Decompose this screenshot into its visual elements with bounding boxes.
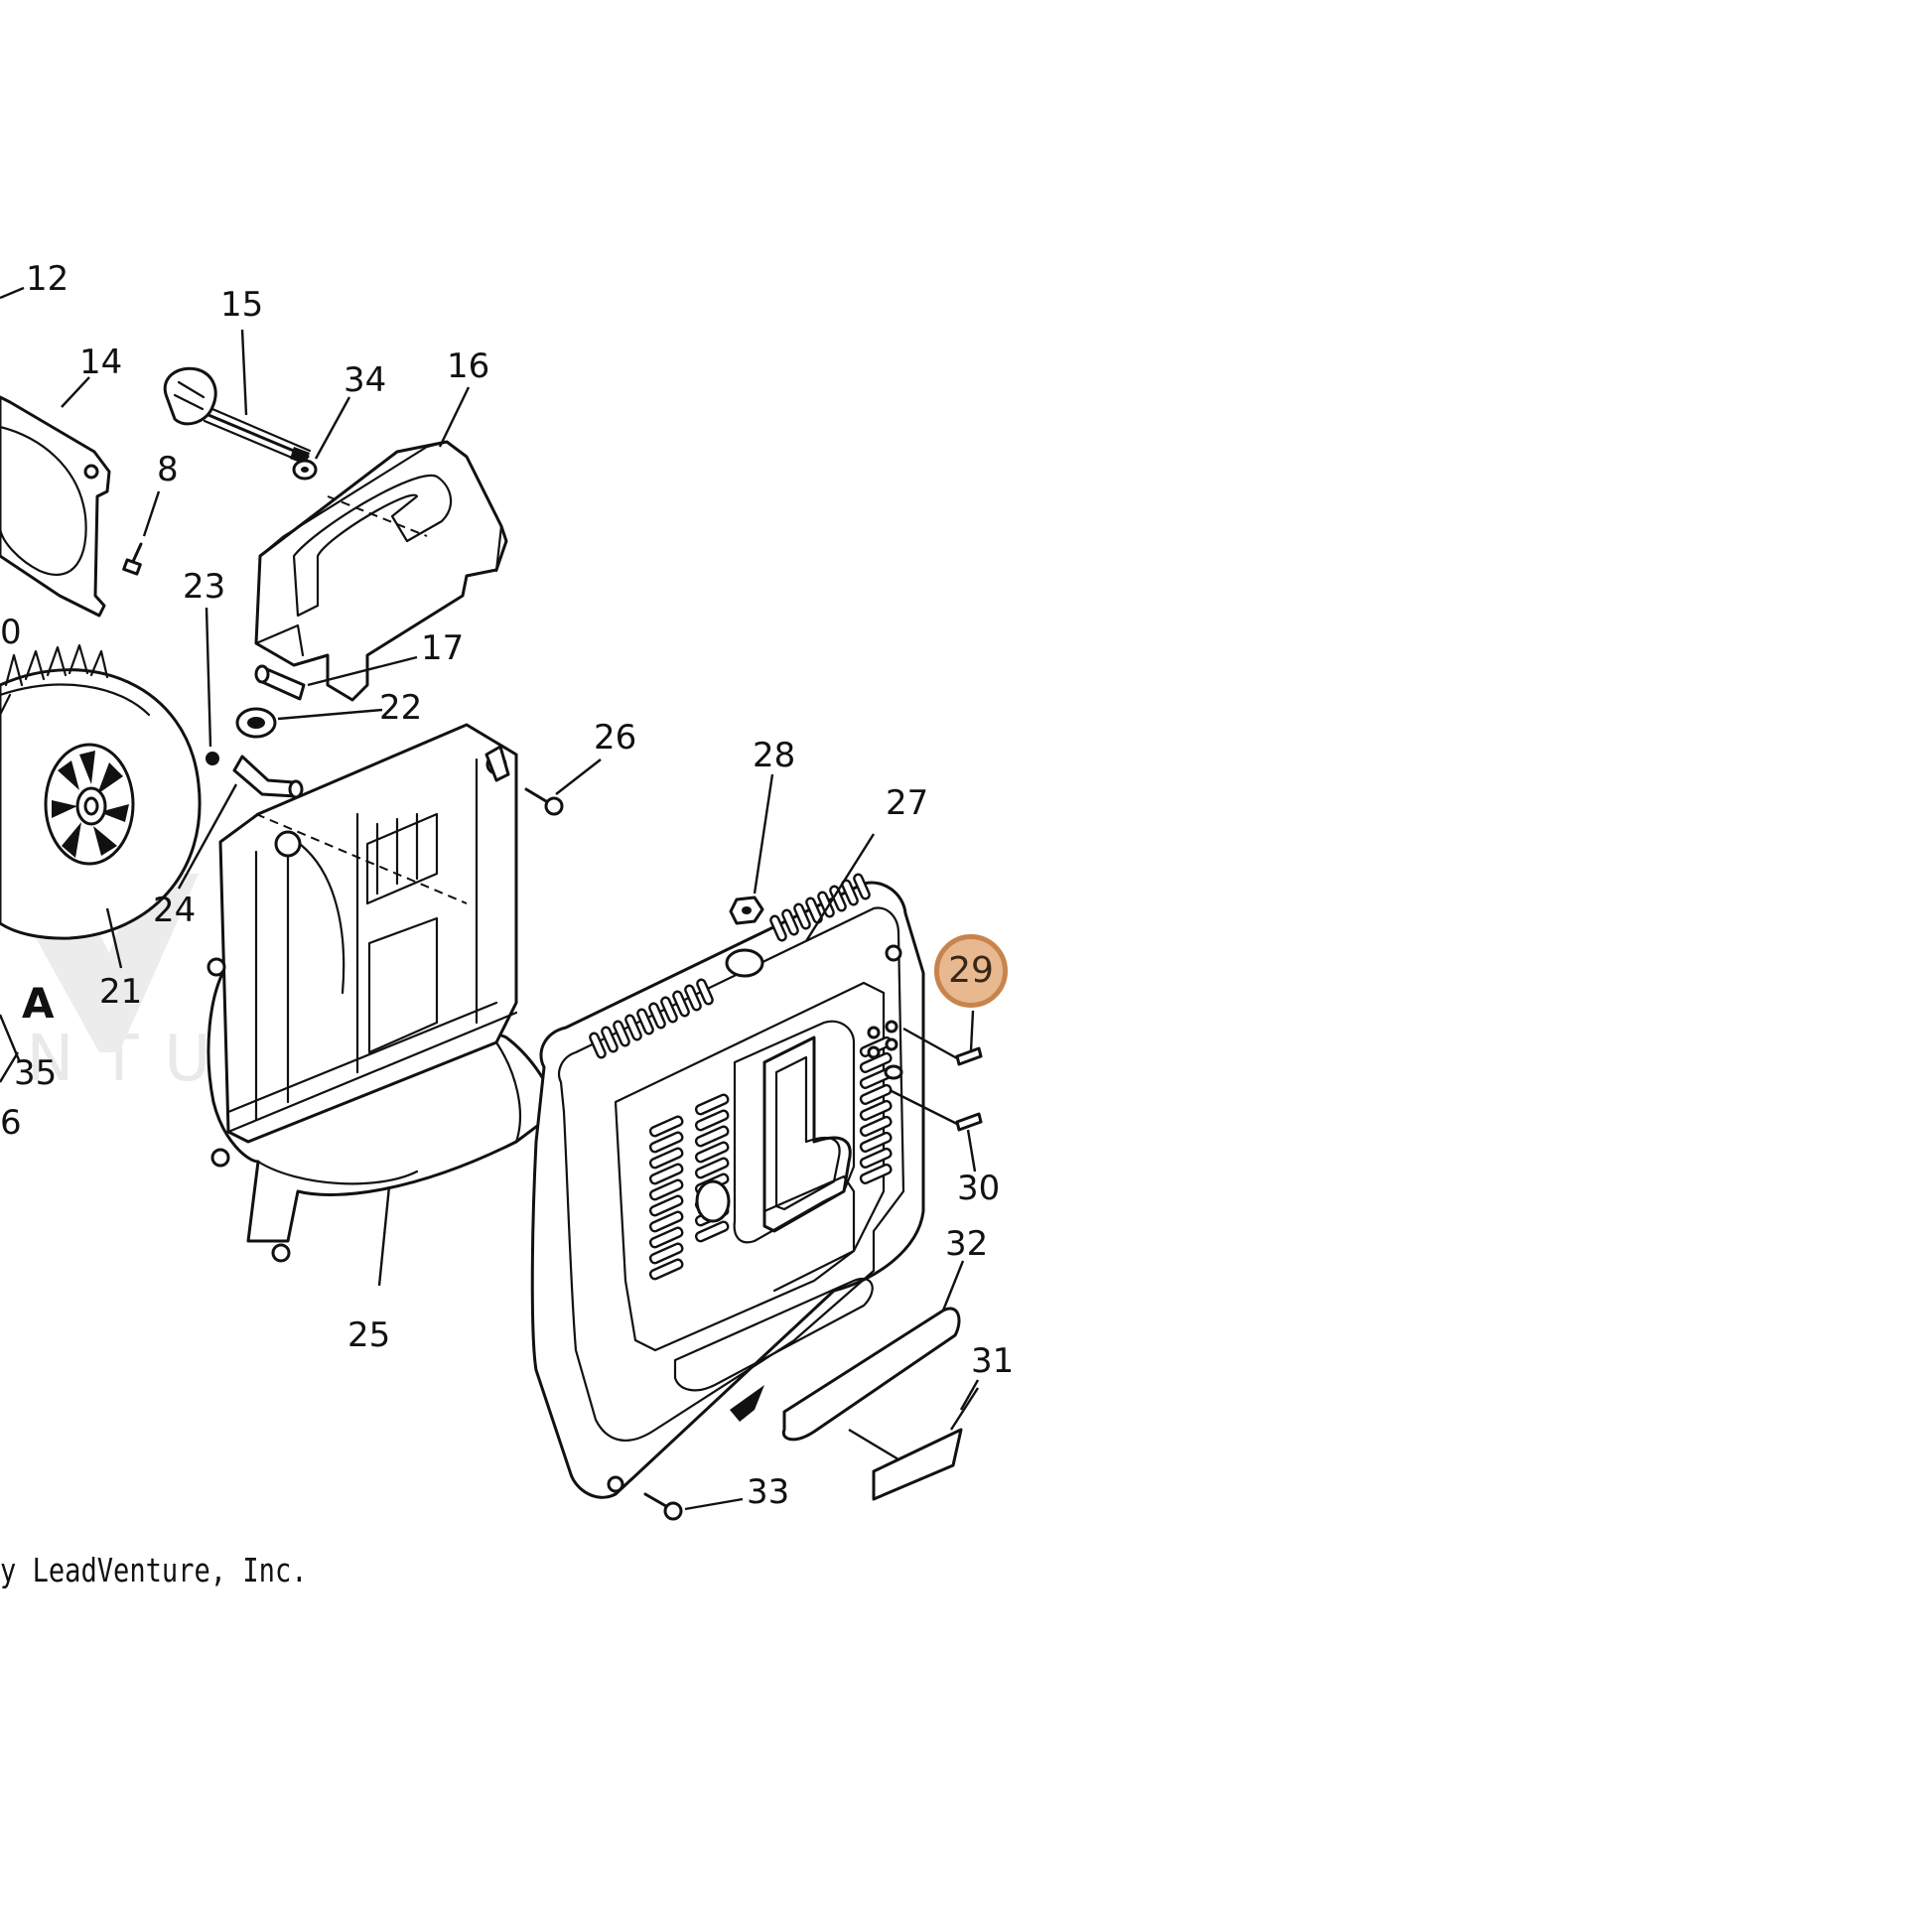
- callout-26: 26: [594, 718, 637, 758]
- callout-A: A: [22, 979, 55, 1028]
- part-25-housing: [207, 723, 558, 1287]
- callout-36: 6: [0, 1103, 22, 1143]
- callout-34: 34: [344, 360, 387, 400]
- callout-29-highlighted[interactable]: 29: [934, 934, 1008, 1008]
- callout-20: 0: [0, 613, 22, 652]
- cover-vents-top: [589, 873, 871, 1059]
- part-26-bolt: [524, 759, 602, 816]
- part-23-screw: [205, 607, 219, 765]
- callout-29-label: 29: [948, 950, 994, 991]
- callout-28: 28: [753, 736, 796, 775]
- part-29-pad: [902, 1010, 983, 1066]
- part-28-nut: [729, 773, 774, 925]
- callout-12: 12: [26, 259, 69, 299]
- callout-16: 16: [447, 346, 490, 386]
- part-20-fan: [0, 643, 202, 969]
- part-22-grommet: [235, 707, 383, 739]
- callout-25: 25: [347, 1315, 391, 1355]
- callout-23: 23: [183, 567, 226, 607]
- part-15-knob-bolt: [163, 329, 312, 465]
- callout-8: 8: [157, 450, 179, 489]
- part-14-flange: [0, 376, 111, 618]
- callout-31: 31: [971, 1341, 1015, 1381]
- part-31-pad: [848, 1379, 980, 1501]
- callout-24: 24: [153, 891, 197, 930]
- callout-30: 30: [957, 1169, 1001, 1208]
- callout-32: 32: [945, 1224, 989, 1264]
- cover-vents-right: [859, 1020, 903, 1184]
- callout-14: 14: [79, 343, 123, 382]
- part-27-cover: [530, 833, 925, 1499]
- leader-14: [61, 376, 90, 408]
- callout-33: 33: [747, 1472, 790, 1512]
- callout-21: 21: [99, 972, 143, 1012]
- part-33-screw: [643, 1492, 744, 1521]
- part-30-pad: [889, 1088, 983, 1173]
- leader-36: [0, 1051, 20, 1083]
- callout-22: 22: [379, 688, 423, 728]
- leader-12: [0, 286, 25, 300]
- part-34-washer: [292, 396, 351, 481]
- copyright-text: y LeadVenture, Inc.: [0, 1551, 308, 1589]
- part-32-pad: [781, 1260, 965, 1442]
- callout-35: 35: [14, 1053, 58, 1093]
- callout-15: 15: [220, 285, 264, 325]
- callout-27: 27: [886, 783, 929, 823]
- part-24-elbow: [177, 755, 304, 890]
- callout-17: 17: [421, 628, 465, 668]
- part-17-pin: [254, 655, 418, 701]
- part-8-screw: [122, 490, 161, 576]
- part-16-handle: [254, 386, 508, 702]
